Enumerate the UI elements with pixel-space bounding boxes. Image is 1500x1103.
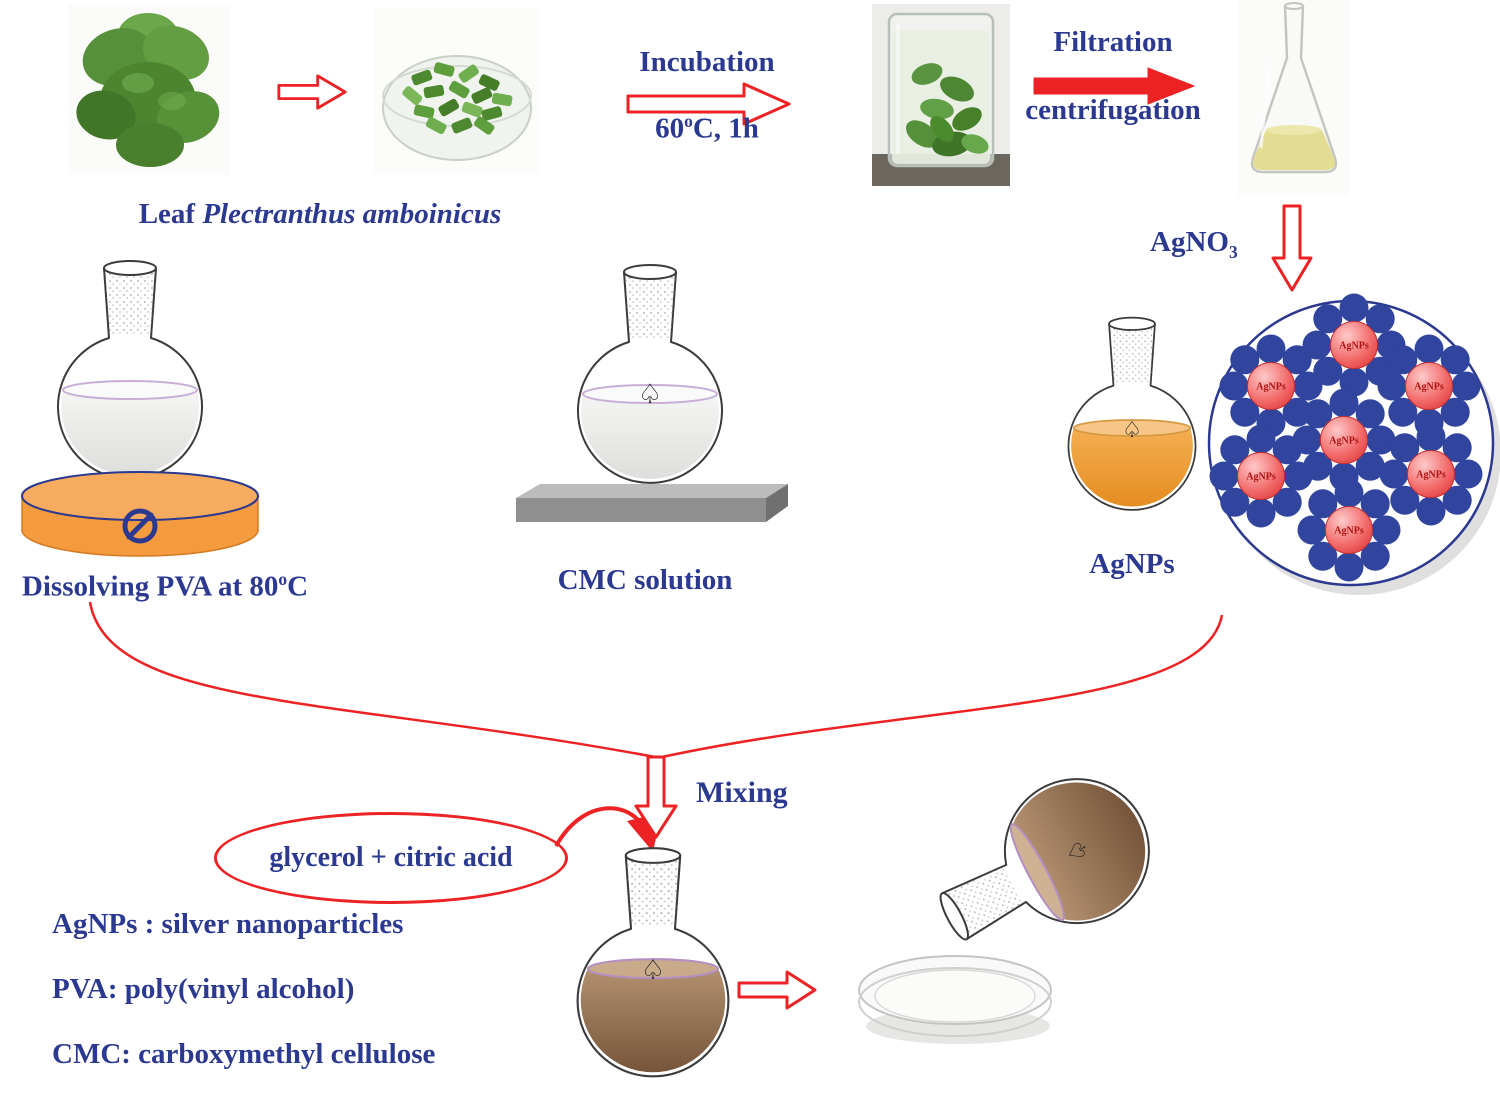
liquid-surface bbox=[582, 384, 718, 404]
legend-item-cmc: CMC: carboxymethyl cellulose bbox=[52, 1038, 436, 1070]
caption-pva: Dissolving PVA at 80oC bbox=[0, 569, 330, 603]
photo-fresh-leaves bbox=[68, 5, 230, 175]
photo-erlenmeyer-extract bbox=[1238, 0, 1350, 196]
label-agno3: AgNO3 bbox=[1150, 226, 1268, 262]
spade-icon: ♤ bbox=[1122, 418, 1142, 443]
label-filtration: Filtration bbox=[1053, 26, 1173, 58]
legend-item-agnps: AgNPs : silver nanoparticles bbox=[52, 908, 404, 940]
ground-joint bbox=[626, 857, 680, 927]
temp-sup: o bbox=[684, 111, 693, 131]
label-mixing: Mixing bbox=[696, 776, 788, 809]
ground-joint bbox=[1109, 325, 1155, 384]
photo-chopped-leaves bbox=[374, 8, 540, 174]
ground-joint bbox=[105, 270, 155, 336]
flask-mouth bbox=[623, 264, 677, 280]
flask-mouth bbox=[1108, 316, 1156, 331]
stand-slab bbox=[516, 484, 788, 522]
legend-item-pva: PVA: poly(vinyl alcohol) bbox=[52, 973, 355, 1005]
liquid-surface bbox=[1009, 823, 1065, 922]
label-incubation-temp: 60oC, 1h bbox=[612, 111, 802, 145]
flask-mouth bbox=[103, 260, 157, 276]
liquid-surface bbox=[1072, 419, 1192, 437]
arrow-incubation-icon bbox=[626, 82, 791, 126]
nanoparticle-cluster bbox=[1377, 334, 1481, 438]
agno3-sub: 3 bbox=[1228, 241, 1238, 262]
hotplate bbox=[21, 471, 259, 557]
legend: AgNPs : silver nanoparticles PVA: poly(v… bbox=[52, 908, 435, 1103]
photo-beaker-extract bbox=[872, 4, 1010, 186]
flask-mouth bbox=[624, 847, 682, 864]
flask-mixing: ♤ bbox=[576, 847, 730, 1078]
arrow-agno3-down-icon bbox=[1271, 204, 1313, 292]
ground-joint bbox=[625, 274, 675, 340]
connector-left bbox=[88, 601, 656, 759]
spade-icon: ♤ bbox=[641, 955, 665, 986]
caption-leaf-species-italic: Plectranthus amboinicus bbox=[202, 198, 502, 230]
pva-rest: C bbox=[287, 570, 309, 603]
agno3-base: AgNO bbox=[1150, 226, 1229, 258]
nanoparticle-cluster bbox=[1379, 422, 1483, 526]
caption-leaf-species: Leaf Plectranthus amboinicus bbox=[100, 198, 540, 230]
label-centrifugation: centrifugation bbox=[1025, 94, 1201, 126]
petri-dish bbox=[858, 955, 1052, 1044]
label-incubation: Incubation bbox=[639, 46, 775, 78]
nanoparticle-cluster bbox=[1209, 424, 1313, 528]
flask-mouth bbox=[939, 892, 969, 941]
liquid-surface bbox=[62, 380, 198, 400]
arrow-to-petri-icon bbox=[737, 970, 817, 1010]
temp-base: 60 bbox=[655, 112, 685, 145]
nanoparticle-cluster bbox=[1297, 478, 1401, 582]
pva-base: Dissolving PVA at 80 bbox=[21, 570, 279, 603]
flask-agnps: ♤ bbox=[1067, 316, 1197, 511]
liquid-surface bbox=[587, 958, 719, 980]
nanoparticle-circle bbox=[1207, 293, 1500, 595]
temp-rest: C, 1h bbox=[692, 112, 759, 145]
arrow-mixing-down-icon bbox=[634, 755, 678, 839]
arrow-step1-icon bbox=[277, 74, 347, 110]
caption-leaf-prefix: Leaf bbox=[138, 198, 203, 230]
additives-ellipse: glycerol + citric acid bbox=[214, 812, 568, 904]
pva-sup: o bbox=[278, 569, 288, 589]
flask-cmc: ♤ bbox=[577, 264, 723, 484]
flask-pva bbox=[57, 260, 203, 480]
caption-cmc: CMC solution bbox=[557, 564, 733, 596]
arrow-filtration-icon bbox=[1033, 67, 1195, 105]
flask-tilted: ♤ bbox=[939, 775, 1160, 941]
caption-agnps: AgNPs bbox=[1089, 548, 1175, 580]
spade-icon: ♤ bbox=[638, 379, 662, 410]
prohibition-icon bbox=[122, 508, 158, 544]
connector-right bbox=[661, 614, 1224, 759]
